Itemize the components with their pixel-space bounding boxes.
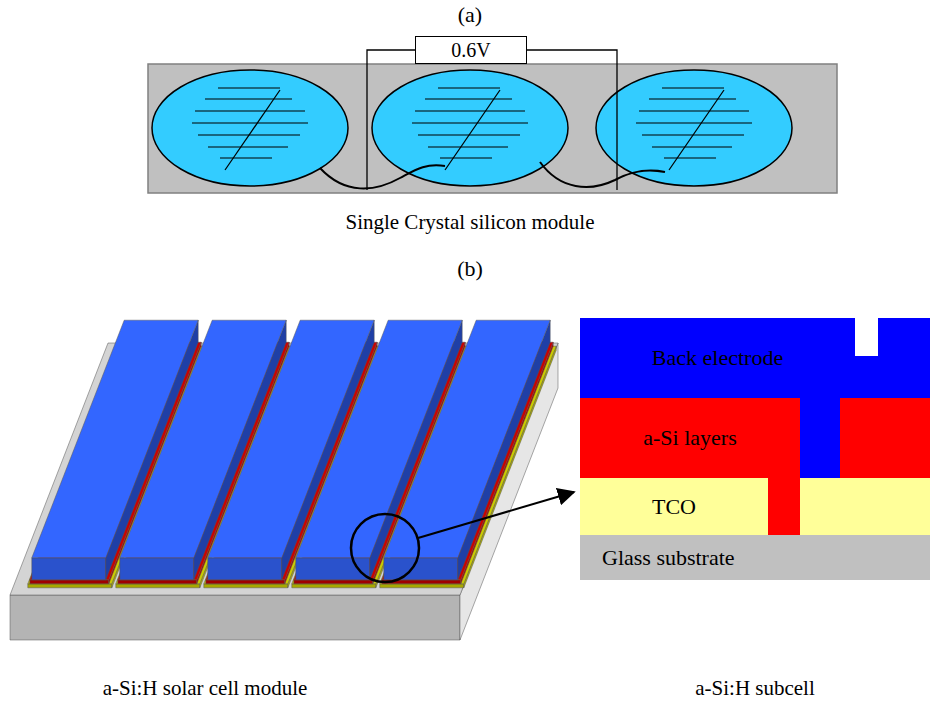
module-panel: [148, 64, 837, 193]
thin-film-module: [10, 320, 558, 640]
back-electrode-layer: Back electrode: [580, 318, 855, 398]
cell-wire: [540, 162, 665, 187]
electrode-strip: [384, 558, 458, 580]
tco-strip: [204, 584, 288, 588]
meter-wire: [527, 50, 617, 190]
a-si-strip: [30, 580, 109, 584]
layer-label: TCO: [652, 494, 696, 519]
tco-strip: [116, 584, 200, 588]
back-electrode-piece: [855, 356, 878, 398]
solar-cell: [596, 70, 792, 186]
tco-strip: [292, 584, 376, 588]
glass-substrate-layer: Glass substrate: [580, 535, 930, 580]
panel-label: (a): [458, 2, 482, 27]
tco-strip: [380, 584, 464, 588]
layer-label: Back electrode: [652, 345, 783, 370]
a-si-contact: [768, 478, 800, 535]
electrode-strip: [208, 558, 282, 580]
back-electrode-contact: [800, 398, 840, 478]
voltage-box: 0.6V: [415, 36, 527, 64]
electrode-strip: [32, 558, 106, 580]
solar-cell: [372, 70, 568, 186]
a-si-strip: [206, 580, 285, 584]
layer-label: Glass substrate: [602, 545, 735, 570]
glass-slab: [10, 595, 460, 640]
tco-layer: TCO: [580, 478, 768, 535]
detail-arrow: [418, 492, 574, 538]
a-si-strip: [118, 580, 197, 584]
a-si-layer: a-Si layers: [580, 398, 800, 478]
caption: Single Crystal silicon module: [345, 210, 594, 234]
panel-label: (b): [457, 256, 483, 281]
cell-wire: [320, 165, 445, 188]
a-si-strip: [294, 580, 373, 584]
tco-strip: [28, 584, 112, 588]
layer-label: a-Si layers: [643, 425, 736, 450]
electrode-strip: [120, 558, 194, 580]
back-electrode-piece: [878, 318, 930, 398]
caption: a-Si:H subcell: [695, 676, 815, 700]
caption: a-Si:H solar cell module: [103, 676, 308, 700]
layer-label: 0.6V: [451, 39, 490, 62]
solar-cell: [152, 70, 348, 186]
tco-piece: [800, 478, 930, 535]
meter-wire: [367, 50, 415, 190]
a-si-piece: [840, 398, 930, 478]
detail-circle: [351, 514, 419, 582]
